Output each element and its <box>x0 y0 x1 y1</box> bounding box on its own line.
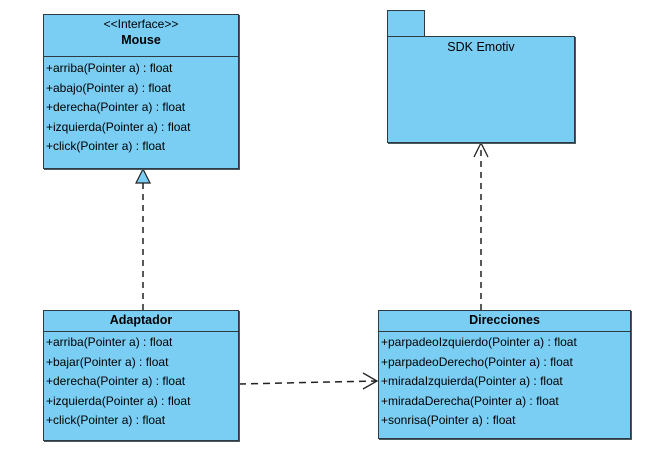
mouse-operations: +arriba(Pointer a) : float +abajo(Pointe… <box>44 57 238 157</box>
operation: +arriba(Pointer a) : float <box>46 335 173 349</box>
mouse-stereotype: <<Interface>> <box>103 17 179 31</box>
operation: +arriba(Pointer a) : float <box>46 61 173 75</box>
operation: +click(Pointer a) : float <box>46 139 166 153</box>
adaptador-class[interactable]: Adaptador +arriba(Pointer a) : float +ba… <box>43 310 239 441</box>
direcciones-header: Direcciones <box>379 311 630 332</box>
operation: +parpadeoDerecho(Pointer a) : float <box>381 354 573 369</box>
sdk-package-name: SDK Emotiv <box>447 40 515 54</box>
dependency-arrowhead-direcciones-icon <box>362 372 379 390</box>
adaptador-operations: +arriba(Pointer a) : float +bajar(Pointe… <box>44 332 238 431</box>
mouse-header: <<Interface>> Mouse <box>44 15 238 57</box>
sdk-emotiv-package[interactable]: SDK Emotiv <box>387 36 575 143</box>
operation: +derecha(Pointer a) : float <box>46 374 186 388</box>
realization-arrowhead-icon <box>135 167 151 184</box>
direcciones-class[interactable]: Direcciones +parpadeoIzquierdo(Pointer a… <box>378 310 631 439</box>
operation: +bajar(Pointer a) : float <box>46 354 169 369</box>
operation: +miradaIzquierda(Pointer a) : float <box>381 374 563 388</box>
operation: +izquierda(Pointer a) : float <box>46 119 191 134</box>
mouse-class-name: Mouse <box>121 33 161 47</box>
mouse-interface-class[interactable]: <<Interface>> Mouse +arriba(Pointer a) :… <box>43 14 239 169</box>
adaptador-class-name: Adaptador <box>109 313 173 327</box>
operation: +sonrisa(Pointer a) : float <box>381 413 516 427</box>
adaptador-header: Adaptador <box>44 311 238 332</box>
dependency-line-direcciones[interactable] <box>238 380 377 385</box>
sdk-package-tab <box>387 10 425 37</box>
operation: +derecha(Pointer a) : float <box>46 100 186 114</box>
operation: +parpadeoIzquierdo(Pointer a) : float <box>381 335 577 349</box>
direcciones-operations: +parpadeoIzquierdo(Pointer a) : float +p… <box>379 332 630 431</box>
direcciones-class-name: Direcciones <box>469 313 540 327</box>
operation: +abajo(Pointer a) : float <box>46 80 172 95</box>
operation: +izquierda(Pointer a) : float <box>46 393 191 408</box>
dependency-arrowhead-sdk-icon <box>473 141 489 158</box>
operation: +miradaDerecha(Pointer a) : float <box>381 393 559 408</box>
operation: +click(Pointer a) : float <box>46 413 166 427</box>
